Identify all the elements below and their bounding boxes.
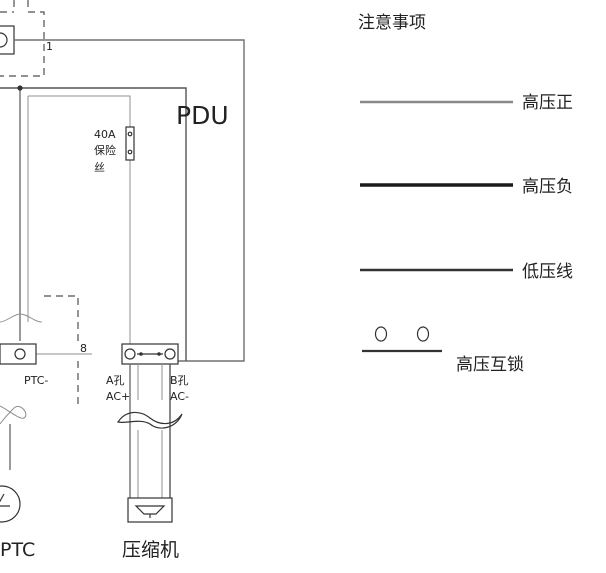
a-terminal-label-2: AC+ [106, 390, 130, 403]
fuse-label-2: 保险 [94, 143, 116, 157]
legend-label-low-voltage: 低压线 [522, 262, 573, 282]
fuse-pin-bottom [127, 149, 133, 155]
ac-cable-twist [117, 411, 183, 429]
ptc-heater-symbol [0, 493, 10, 507]
fuse-label-3: 丝 [94, 161, 105, 174]
legend-label-interlock: 高压互锁 [456, 355, 524, 375]
interlock-curve [0, 313, 43, 323]
b-terminal-label-2: AC- [170, 390, 189, 403]
ptc-label: PTC [0, 539, 35, 561]
compressor-icon [127, 497, 173, 523]
a-terminal-label-1: A孔 [106, 374, 125, 387]
ptc-cable-twist [0, 405, 27, 425]
fuse-label-1: 40A [94, 128, 116, 141]
top-left-component-circle [0, 32, 8, 48]
junction-dot [17, 85, 23, 91]
legend: 注意事项 高压正 高压负 低压线 高压互锁 [358, 13, 573, 375]
interlock-symbol-icon [362, 326, 442, 353]
ptc-terminal-label: PTC- [24, 374, 48, 387]
fuse-body [125, 126, 135, 161]
ac-cable-left-inner [137, 364, 163, 498]
ptc-terminal-block [0, 343, 37, 365]
schematic: 1 PDU 40A 保险 丝 8 PTC- A [0, 0, 245, 561]
interlock-dashed-loop [44, 295, 79, 408]
ac-terminal-link-dot-2 [157, 352, 161, 356]
pdu-enclosure [0, 87, 187, 361]
compressor-symbol [134, 505, 166, 518]
wire-to-fuse [28, 95, 131, 127]
legend-label-hv-positive: 高压正 [522, 93, 573, 113]
fuse-pin-top [127, 131, 133, 137]
top-left-dashed-box [0, 0, 45, 77]
wire-number-top: 1 [46, 40, 53, 53]
legend-label-hv-negative: 高压负 [522, 177, 573, 197]
legend-title: 注意事项 [358, 13, 426, 33]
wire-number-right: 8 [80, 342, 87, 355]
compressor-label: 压缩机 [122, 539, 179, 561]
ac-terminal-pin-a [124, 348, 136, 360]
wire-top [14, 39, 245, 362]
ac-terminal-link-dot-1 [139, 352, 143, 356]
ac-terminal-pin-b [164, 348, 176, 360]
ptc-terminal-pin [14, 348, 26, 360]
b-terminal-label-1: B孔 [170, 374, 189, 387]
pdu-label: PDU [176, 101, 229, 130]
ptc-heater-icon [0, 485, 21, 523]
